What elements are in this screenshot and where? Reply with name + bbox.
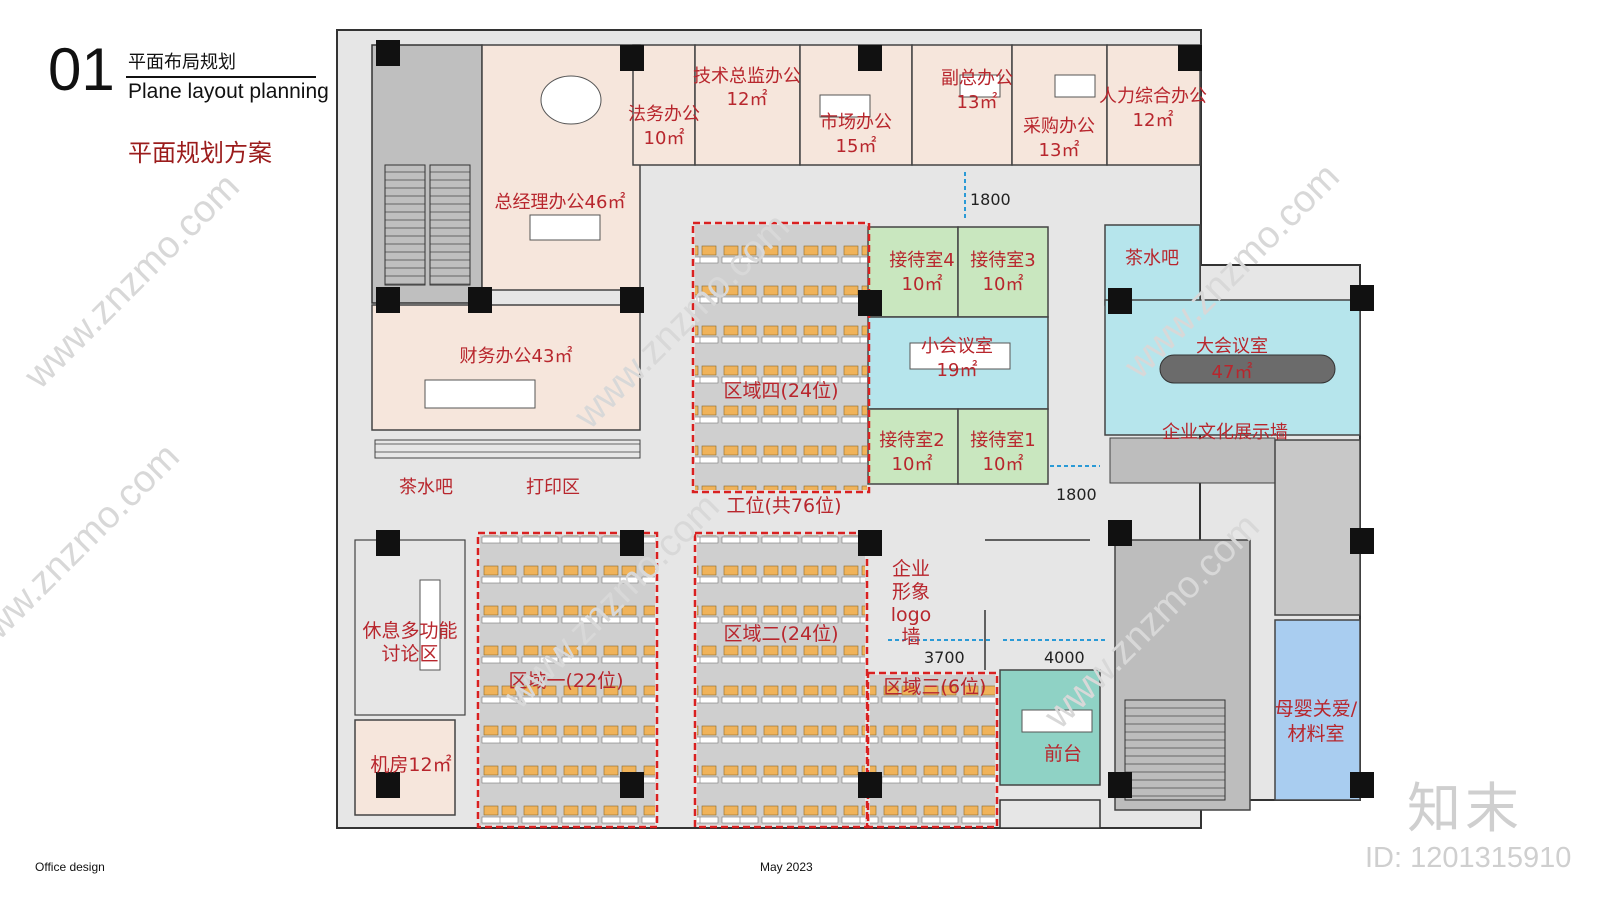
stairwell-top (371, 44, 483, 304)
dim-text-4: 4000 (1044, 648, 1085, 667)
brand-watermark: 知末 (1407, 777, 1523, 840)
label-reception1: 接待室1 (970, 430, 1035, 451)
label-tech: 技术总监办公 (693, 66, 801, 87)
label-tea-right: 茶水吧 (1125, 248, 1179, 269)
label-mother-1: 母婴关爱/ (1275, 698, 1358, 720)
label-legal-area: 10㎡ (644, 127, 685, 149)
label-market-area: 15㎡ (836, 135, 877, 157)
plan-subtitle: 平面规划方案 (128, 139, 272, 167)
label-zone1: 区域一(22位) (508, 670, 623, 692)
interior-walls (984, 539, 1090, 670)
dim-text-1: 1800 (970, 190, 1011, 209)
label-reception3: 接待室3 (970, 250, 1035, 271)
dim-text-3: 3700 (924, 648, 965, 667)
footer-center: May 2023 (760, 860, 813, 874)
label-legal: 法务办公 (628, 104, 700, 125)
finance-office (371, 304, 641, 459)
title-underline (126, 76, 316, 78)
label-small-meeting: 小会议室 (921, 336, 993, 357)
label-reception2-area: 10㎡ (892, 453, 933, 475)
label-hr: 人力综合办公 (1099, 86, 1207, 107)
label-reception4: 接待室4 (889, 250, 954, 271)
label-tech-area: 12㎡ (727, 88, 768, 110)
label-vp: 副总办公 (941, 68, 1013, 89)
footer-left: Office design (35, 860, 105, 874)
front-desk-area (999, 669, 1101, 786)
label-zone4: 区域四(24位) (723, 380, 838, 402)
label-server: 机房12㎡ (370, 753, 451, 776)
label-reception2: 接待室2 (879, 430, 944, 451)
label-purchase: 采购办公 (1023, 116, 1095, 137)
section-number: 01 (48, 36, 115, 103)
label-vp-area: 13㎡ (957, 91, 998, 113)
section-title-cn: 平面布局规划 (128, 52, 236, 73)
label-print: 打印区 (526, 477, 580, 498)
label-reception1-area: 10㎡ (983, 453, 1024, 475)
big-meeting-block (1104, 224, 1361, 484)
service-core (1114, 439, 1361, 811)
label-front-desk: 前台 (1044, 743, 1082, 765)
label-reception4-area: 10㎡ (902, 273, 943, 295)
label-reception3-area: 10㎡ (983, 273, 1024, 295)
label-workstations: 工位(共76位) (726, 495, 841, 517)
document-id: ID: 1201315910 (1365, 842, 1572, 874)
label-logo-wall-2: 形象 (892, 581, 930, 603)
label-big-meeting: 大会议室 (1196, 336, 1268, 357)
label-logo-wall-1: 企业 (892, 558, 930, 580)
label-market: 市场办公 (820, 112, 892, 133)
lounge-area (354, 539, 466, 816)
label-big-meeting-area: 47㎡ (1212, 361, 1253, 383)
label-zone2: 区域二(24位) (723, 623, 838, 645)
label-mother-2: 材料室 (1287, 723, 1344, 745)
section-title-en: Plane layout planning (128, 80, 329, 103)
label-purchase-area: 13㎡ (1039, 139, 1080, 161)
label-zone3: 区域三(6位) (884, 676, 987, 698)
label-culture-wall: 企业文化展示墙 (1162, 422, 1288, 443)
reception-block (867, 226, 1049, 485)
label-logo-wall-4: 墙 (901, 626, 920, 648)
label-hr-area: 12㎡ (1133, 109, 1174, 131)
label-small-meeting-area: 19㎡ (937, 359, 978, 381)
label-finance: 财务办公43㎡ (460, 345, 573, 367)
label-logo-wall-3: logo (891, 604, 932, 626)
zone-outlines (476, 221, 999, 829)
dim-text-2: 1800 (1056, 485, 1097, 504)
label-lounge-2: 讨论区 (381, 643, 438, 665)
label-gm: 总经理办公46㎡ (495, 191, 626, 213)
label-lounge-1: 休息多功能 (362, 620, 457, 642)
columns (376, 40, 1374, 798)
label-tea-left: 茶水吧 (399, 477, 453, 498)
